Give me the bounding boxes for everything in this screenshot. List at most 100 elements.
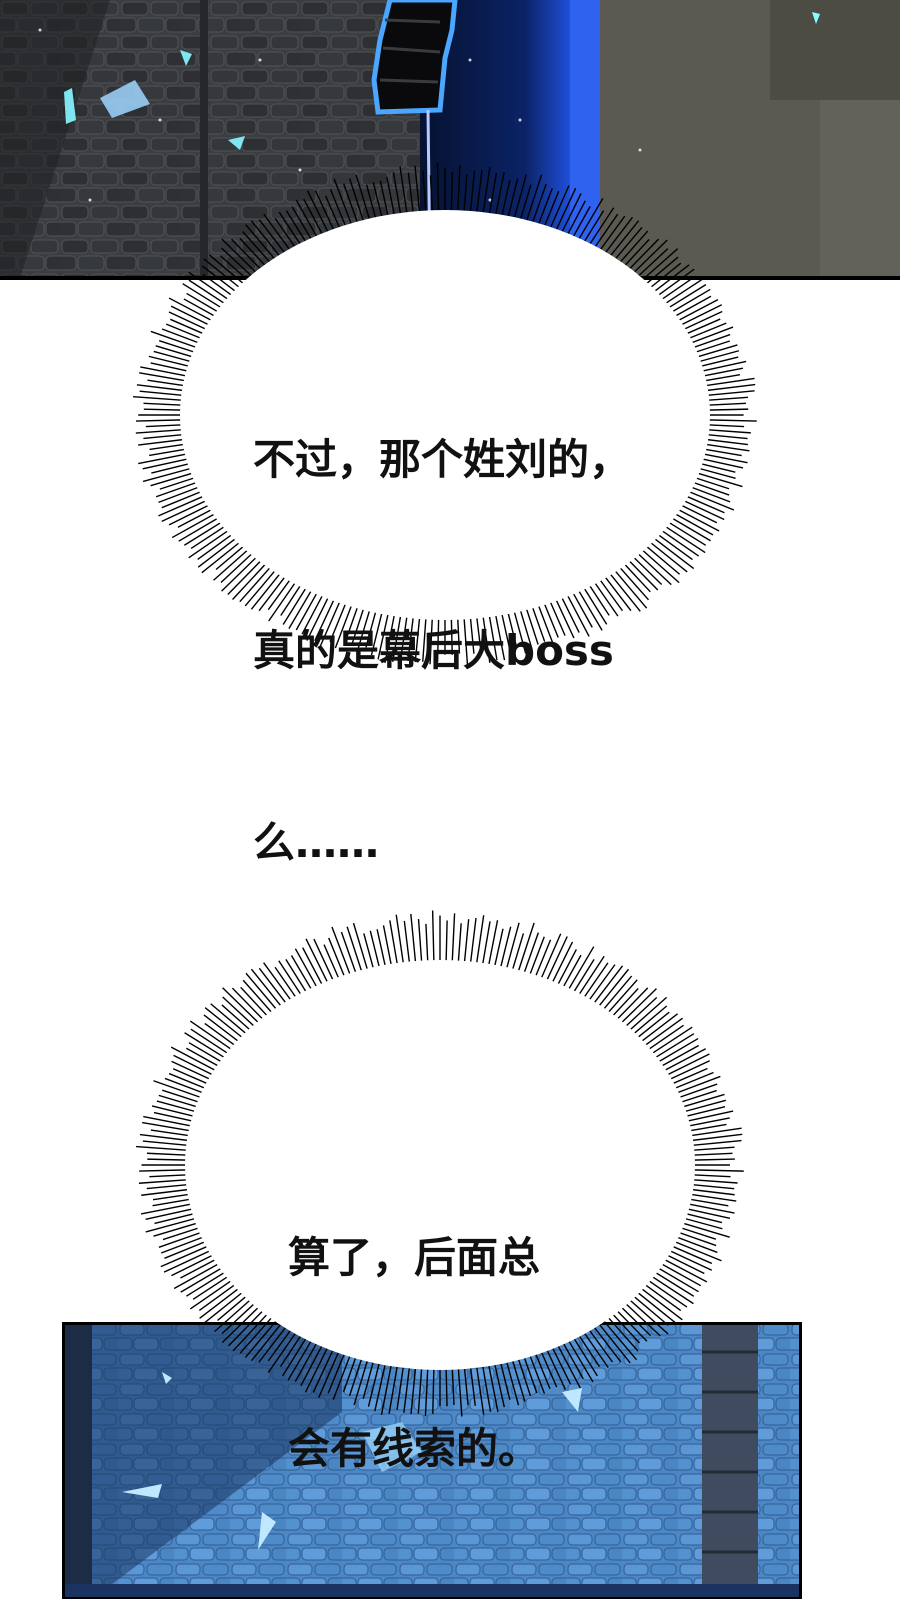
burst-line [436, 611, 440, 663]
burst-line [258, 1321, 291, 1363]
burst-line [515, 922, 535, 978]
burst-line [685, 1183, 735, 1190]
burst-line [686, 1169, 744, 1172]
burst-line [487, 172, 498, 221]
burst-line [221, 552, 262, 592]
speech-bubble-2-text: 算了，后面总 会有线索的。 [288, 1098, 540, 1599]
burst-line [481, 167, 491, 221]
burst-line [552, 593, 575, 639]
burst-line [648, 264, 690, 296]
burst-line [584, 964, 616, 1007]
burst-line [250, 1318, 286, 1362]
speech-line: 么…… [253, 817, 380, 867]
burst-line [675, 304, 723, 329]
speech-line: 算了，后面总 [288, 1232, 541, 1282]
burst-line [628, 1291, 669, 1326]
burst-line [377, 607, 391, 660]
burst-line [652, 268, 695, 300]
burst-line [282, 581, 310, 625]
burst-line [462, 611, 469, 665]
burst-line [213, 545, 254, 581]
burst-line [616, 988, 657, 1028]
burst-line [456, 165, 461, 219]
burst-line [658, 1048, 706, 1075]
burst-line [295, 199, 321, 244]
speech-line: 不过，那个姓刘的， [253, 434, 632, 484]
burst-line [639, 1017, 684, 1050]
burst-line [190, 1028, 234, 1058]
burst-line [431, 910, 435, 969]
burst-line [136, 1145, 194, 1152]
burst-line [595, 215, 626, 257]
burst-line [662, 284, 707, 312]
burst-line [294, 948, 321, 994]
burst-line [158, 484, 205, 504]
burst-line [589, 1321, 622, 1363]
burst-line [579, 1326, 609, 1368]
burst-line [231, 238, 266, 275]
burst-line [543, 1343, 567, 1390]
burst-line [649, 1033, 695, 1062]
burst-line [192, 1272, 234, 1300]
burst-line [227, 555, 266, 596]
burst-line [612, 1305, 648, 1342]
burst-line [523, 174, 543, 228]
burst-line [624, 996, 668, 1035]
crystal-shard [100, 80, 150, 118]
burst-line [384, 608, 397, 664]
burst-line [655, 1260, 702, 1287]
burst-line [424, 1361, 429, 1417]
burst-line [469, 917, 477, 970]
burst-line [185, 1268, 231, 1297]
burst-line [474, 915, 485, 971]
burst-line [328, 937, 348, 983]
burst-line [672, 505, 720, 532]
burst-line [161, 488, 208, 509]
burst-line [682, 1117, 730, 1128]
burst-line [493, 608, 506, 661]
burst-line [204, 1007, 248, 1043]
burst-line [221, 247, 258, 282]
burst-line [370, 606, 385, 656]
burst-line [352, 922, 371, 977]
burst-line [189, 1020, 238, 1054]
burst-line [509, 1353, 526, 1402]
burst-line [153, 1080, 208, 1101]
burst-line [563, 589, 590, 637]
burst-line [327, 1347, 348, 1394]
burst-line [612, 987, 649, 1025]
burst-line [160, 1234, 210, 1254]
burst-line [504, 1354, 520, 1406]
burst-line [685, 1188, 735, 1196]
burst-line [294, 1336, 321, 1382]
burst-line [676, 1093, 725, 1110]
burst-line [635, 1013, 679, 1046]
burst-line [306, 591, 332, 641]
burst-line [173, 1054, 219, 1079]
burst-line [288, 584, 316, 629]
burst-line [574, 955, 605, 1001]
burst-line [171, 1060, 217, 1083]
burst-line [245, 224, 280, 265]
burst-line [221, 238, 262, 278]
burst-line [504, 922, 520, 976]
burst-line [142, 466, 198, 483]
burst-line [511, 604, 527, 654]
burst-line [232, 1308, 273, 1352]
burst-line [670, 1234, 718, 1254]
burst-line [403, 1360, 411, 1413]
burst-line [239, 1311, 277, 1354]
burst-line [640, 541, 681, 575]
burst-line [589, 965, 624, 1009]
burst-line [306, 190, 332, 239]
burst-line [392, 609, 403, 663]
burst-line [136, 384, 190, 392]
burst-line [267, 1326, 301, 1373]
burst-line [161, 497, 213, 522]
burst-line [676, 1220, 730, 1238]
burst-line [598, 975, 633, 1015]
burst-line [682, 1202, 735, 1214]
burst-line [543, 936, 568, 987]
burst-line [632, 548, 672, 586]
crystal-shard [162, 1372, 172, 1384]
